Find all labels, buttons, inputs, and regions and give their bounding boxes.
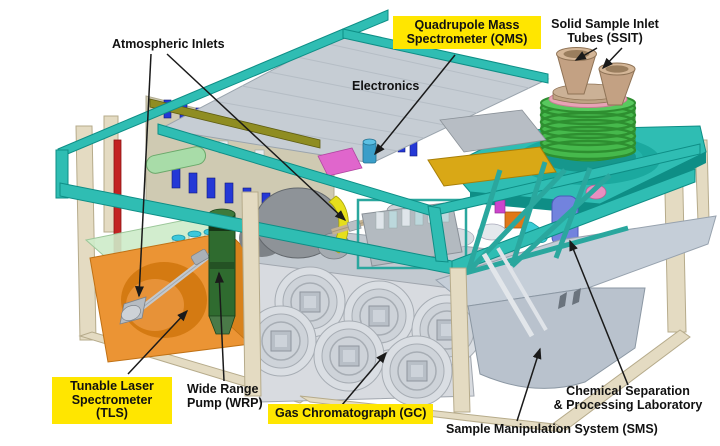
label-tls-line1: Tunable Laser [70, 379, 154, 393]
leader-wrp [214, 271, 225, 382]
label-tls: Tunable Laser Spectrometer (TLS) [52, 377, 172, 424]
label-electronics-text: Electronics [352, 79, 420, 93]
label-atmospheric-inlets-text: Atmospheric Inlets [112, 37, 225, 51]
leader-atmospheric-inlet-1 [134, 53, 152, 298]
label-atmospheric-inlets: Atmospheric Inlets [112, 37, 225, 52]
label-wrp: Wide Range Pump (WRP) [187, 382, 263, 410]
label-chemical-separation: Chemical Separation & Processing Laborat… [549, 384, 707, 412]
leader-atmospheric-inlet-2 [166, 53, 347, 222]
label-tls-line2: Spectrometer [71, 392, 153, 407]
label-qms-line1: Quadrupole Mass [414, 18, 520, 32]
label-wrp-line1: Wide Range [187, 382, 259, 396]
electronics-deck [149, 32, 550, 164]
leader-qms [374, 54, 456, 156]
label-wrp-line2: Pump (WRP) [187, 395, 263, 410]
green-cylinder [145, 146, 207, 174]
sms-drum [467, 287, 646, 389]
leader-lines [127, 47, 629, 422]
leader-chemical-separation [569, 239, 629, 386]
label-ssit-line1: Solid Sample Inlet [551, 17, 659, 31]
label-qms-line2: Spectrometer (QMS) [406, 31, 528, 46]
leader-tls [127, 309, 189, 375]
label-sms: Sample Manipulation System (SMS) [446, 422, 658, 437]
label-electronics: Electronics [352, 79, 420, 94]
label-gc-text: Gas Chromatograph (GC) [275, 406, 427, 420]
label-gc: Gas Chromatograph (GC) [268, 404, 434, 424]
sms-component [434, 161, 717, 389]
qms-ion-source [362, 138, 377, 164]
leader-gc [341, 351, 387, 406]
label-sms-text: Sample Manipulation System (SMS) [446, 422, 658, 436]
pink-plate [317, 147, 363, 177]
label-ssit: Solid Sample Inlet Tubes (SSIT) [544, 17, 666, 45]
leader-ssit-left [574, 47, 598, 61]
label-ssit-line2: Tubes (SSIT) [567, 30, 643, 45]
label-qms: Quadrupole Mass Spectrometer (QMS) [393, 16, 541, 49]
leader-ssit-right [601, 47, 623, 70]
atmospheric-inlet-tube-1 [119, 249, 216, 325]
label-tls-line3: (TLS) [96, 406, 128, 420]
support-post-center [241, 191, 262, 397]
label-chemsep-line2: & Processing Laboratory [553, 397, 703, 412]
leader-sms [516, 347, 542, 422]
gold-box [427, 146, 557, 187]
label-chemsep-line1: Chemical Separation [566, 384, 690, 398]
olive-rail [149, 98, 321, 149]
